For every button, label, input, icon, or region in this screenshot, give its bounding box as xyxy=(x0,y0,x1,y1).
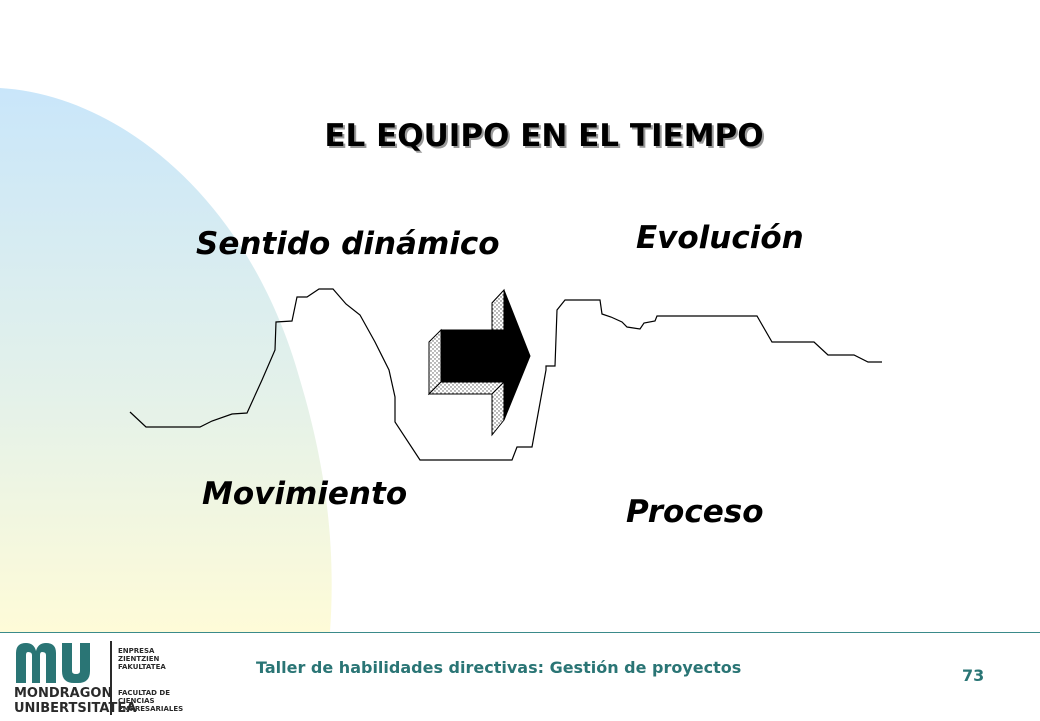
logo-block-2-line-2: CIENCIAS xyxy=(118,697,155,705)
footer-course-title: Taller de habilidades directivas: Gestió… xyxy=(256,658,742,677)
logo-block-2-line-3: EMPRESARIALES xyxy=(118,705,184,713)
logo-name: MONDRAGON UNIBERTSITATEA xyxy=(14,686,136,716)
page-number: 73 xyxy=(962,666,985,685)
label-proceso: Proceso xyxy=(626,494,764,530)
footer: MONDRAGON UNIBERTSITATEA ENPRESA ZIENTZI… xyxy=(0,632,1040,721)
logo-block-1: ENPRESA ZIENTZIEN FAKULTATEA xyxy=(118,647,166,671)
logo-divider xyxy=(110,641,112,715)
university-logo: MONDRAGON UNIBERTSITATEA ENPRESA ZIENTZI… xyxy=(14,639,214,719)
logo-name-line-2: UNIBERTSITATEA xyxy=(14,701,137,716)
label-sentido-dinamico: Sentido dinámico xyxy=(196,226,500,262)
timeline-curve xyxy=(129,288,882,461)
slide-title: EL EQUIPO EN EL TIEMPO xyxy=(324,118,764,154)
logo-block-2: FACULTAD DE CIENCIAS EMPRESARIALES xyxy=(118,689,183,713)
mondragon-logo-icon xyxy=(16,643,90,683)
logo-name-line-1: MONDRAGON xyxy=(14,686,113,701)
label-movimiento: Movimiento xyxy=(202,476,408,512)
arrow-right-icon xyxy=(427,288,531,437)
logo-block-1-line-1: ENPRESA xyxy=(118,647,155,655)
logo-block-1-line-3: FAKULTATEA xyxy=(118,663,166,671)
label-evolucion: Evolución xyxy=(636,220,804,256)
logo-block-2-line-1: FACULTAD DE xyxy=(118,689,171,697)
logo-block-1-line-2: ZIENTZIEN xyxy=(118,655,160,663)
